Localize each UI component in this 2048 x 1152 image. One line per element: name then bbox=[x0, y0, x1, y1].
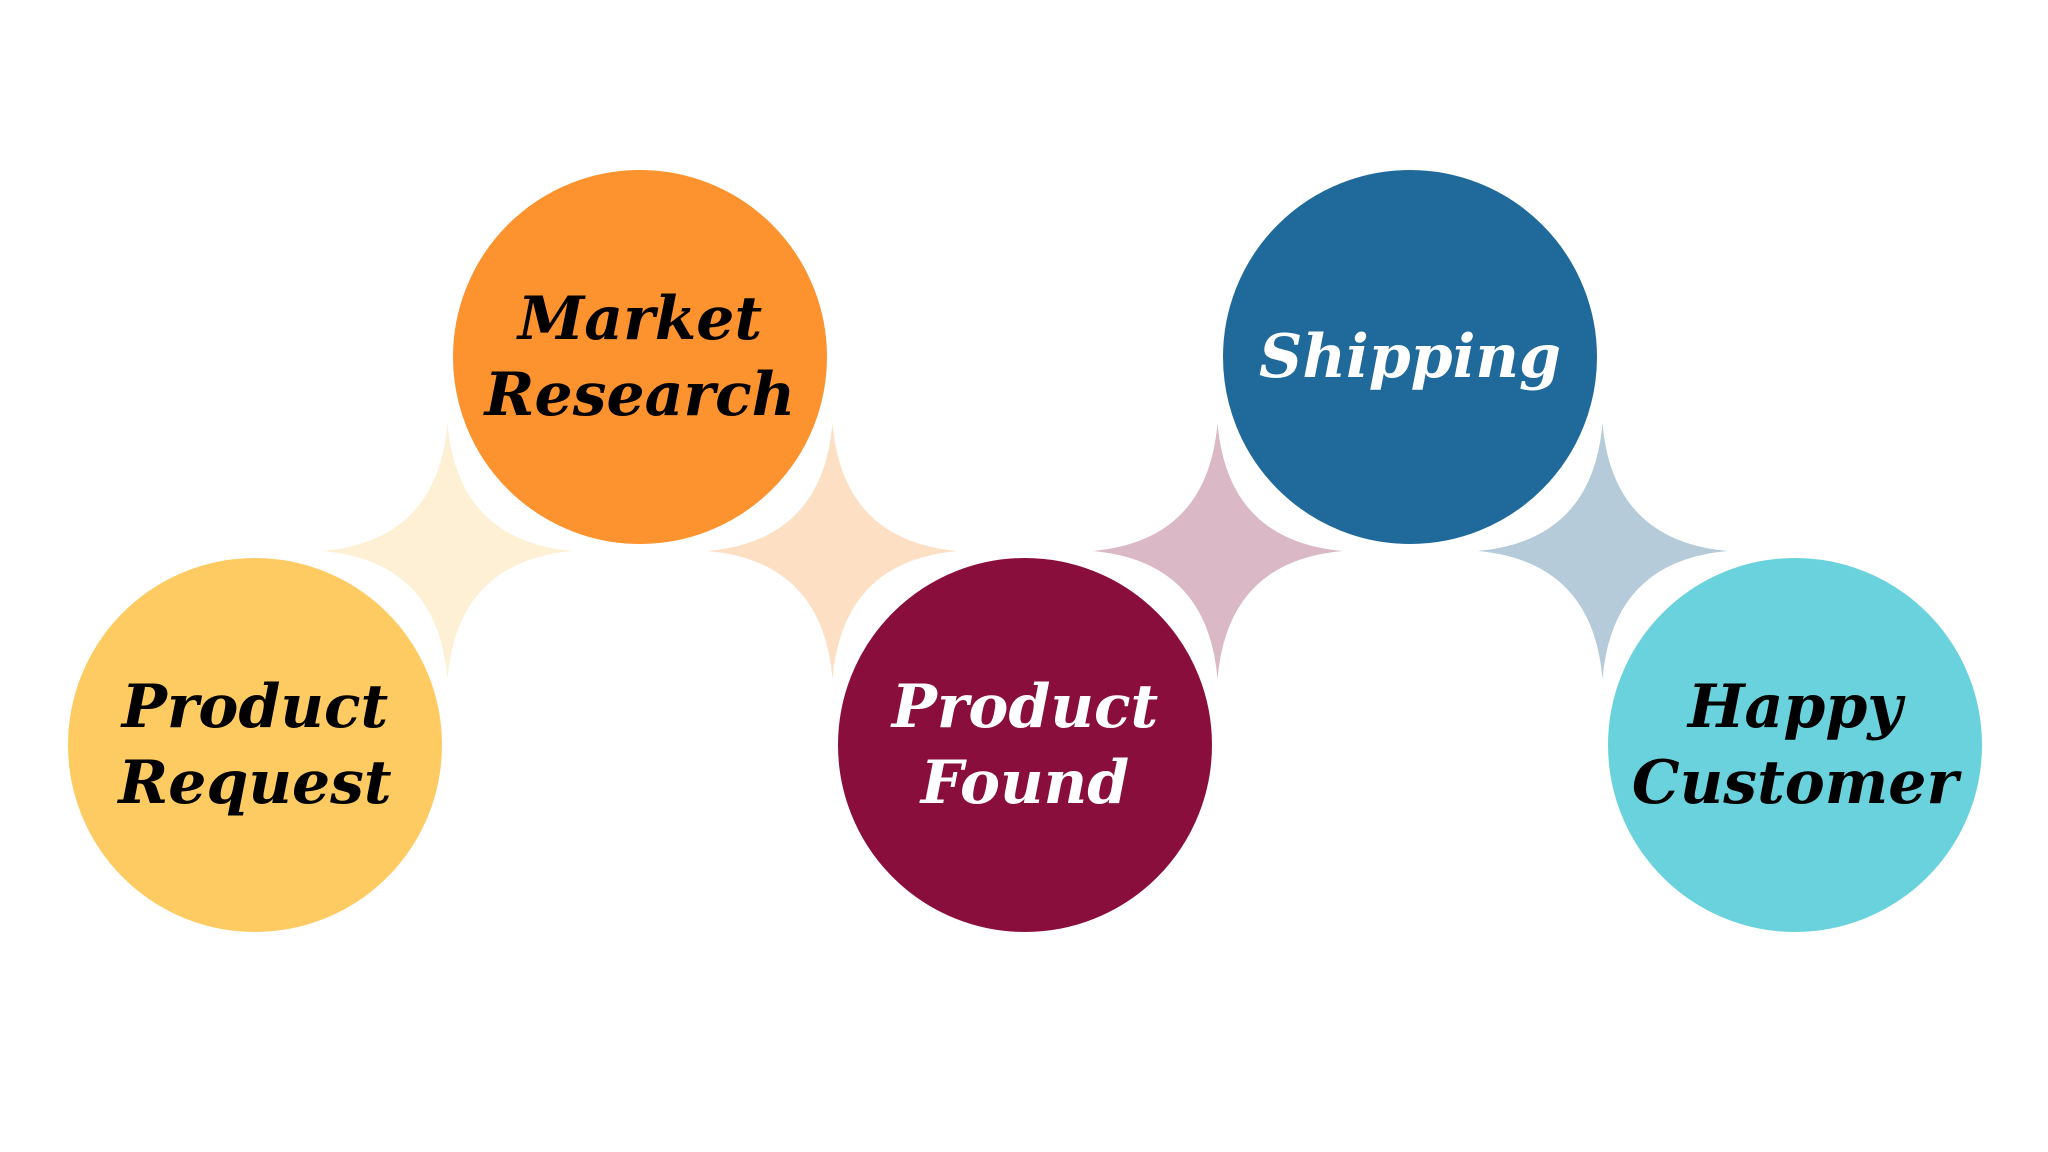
connector-4 bbox=[1477, 423, 1728, 679]
connector-2 bbox=[707, 423, 958, 679]
node-label-line: Research bbox=[483, 360, 796, 430]
node-label-line: Found bbox=[919, 748, 1130, 818]
node-circle-market-research bbox=[443, 160, 837, 554]
node-label-line: Product bbox=[120, 672, 389, 742]
connector-1 bbox=[322, 423, 573, 679]
node-label-line: Market bbox=[516, 284, 763, 354]
connector-3 bbox=[1092, 423, 1343, 679]
connectors-layer bbox=[322, 423, 1728, 679]
node-circle-shipping bbox=[1213, 160, 1607, 554]
node-label-line: Product bbox=[890, 672, 1159, 742]
node-circle-product-request bbox=[58, 548, 452, 942]
node-circle-happy-customer bbox=[1598, 548, 1992, 942]
node-shipping: Shipping bbox=[1213, 160, 1607, 554]
node-label-shipping: Shipping bbox=[1259, 322, 1561, 392]
node-label-line: Request bbox=[116, 748, 392, 818]
node-label-line: Shipping bbox=[1259, 322, 1561, 392]
node-label-line: Happy bbox=[1686, 672, 1906, 742]
node-label-line: Customer bbox=[1632, 748, 1963, 818]
node-circle-product-found bbox=[828, 548, 1222, 942]
